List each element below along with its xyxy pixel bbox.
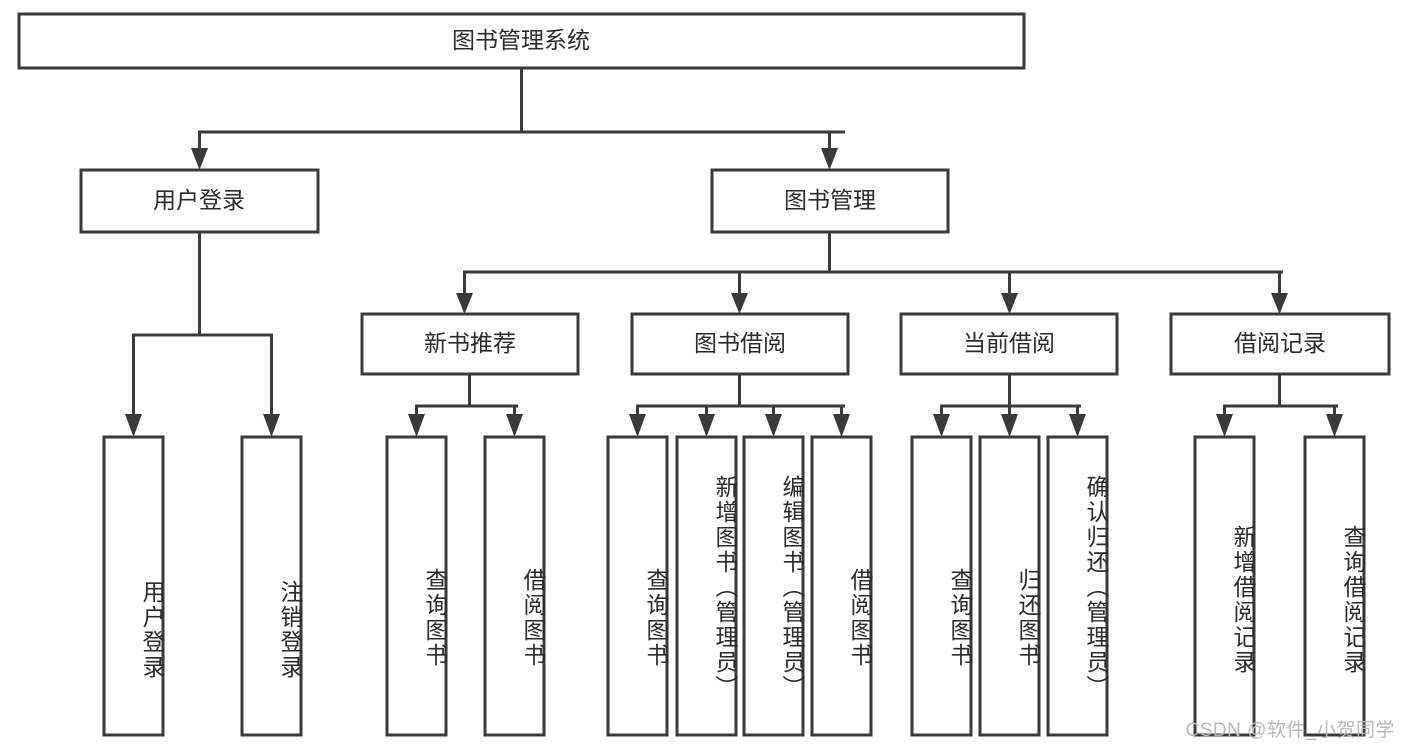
node-box-current-borrow[interactable] — [899, 312, 1119, 376]
arrow-leaf-cb-3 — [1069, 414, 1086, 437]
leaf-box-borrow-record-1[interactable] — [1193, 435, 1256, 737]
leaf-box-user-login-1[interactable] — [102, 435, 165, 737]
leaf-box-user-login-2[interactable] — [240, 435, 303, 737]
node-box-user-login[interactable] — [79, 168, 320, 234]
arrow-leaf-user-login-2 — [263, 414, 280, 437]
arrow-leaf-bb-3 — [765, 414, 782, 437]
csdn-watermark: CSDN @软件_小贺同学 — [1185, 720, 1395, 741]
arrow-to-borrow-record — [1271, 293, 1288, 314]
node-layer — [17, 12, 1391, 737]
label-current-borrow: 当前借阅 — [963, 330, 1055, 356]
arrow-leaf-bb-4 — [833, 414, 850, 437]
leaf-box-new-book-1[interactable] — [385, 435, 448, 737]
connector-layer — [125, 66, 1343, 437]
leaf-box-borrow-record-2[interactable] — [1303, 435, 1366, 737]
label-new-book-recommend: 新书推荐 — [424, 330, 516, 356]
arrow-leaf-cb-1 — [933, 414, 950, 437]
arrow-leaf-bb-2 — [698, 414, 715, 437]
label-borrow-record: 借阅记录 — [1234, 330, 1326, 356]
leaf-box-book-borrow-3[interactable] — [742, 435, 805, 737]
arrow-leaf-br-1 — [1216, 414, 1233, 437]
leaf-box-current-borrow-3[interactable] — [1046, 435, 1109, 737]
leaf-box-current-borrow-2[interactable] — [978, 435, 1041, 737]
arrow-to-new-book — [456, 293, 473, 314]
arrow-leaf-new-1 — [408, 414, 425, 437]
arrow-leaf-new-2 — [506, 414, 523, 437]
arrow-to-book-borrow — [731, 293, 748, 314]
label-book-management: 图书管理 — [784, 187, 876, 213]
node-box-book-borrow[interactable] — [630, 312, 850, 376]
leaf-box-book-borrow-2[interactable] — [675, 435, 738, 737]
arrow-leaf-cb-2 — [1001, 414, 1018, 437]
leaf-box-current-borrow-1[interactable] — [910, 435, 973, 737]
node-box-new-book-recommend[interactable] — [360, 312, 580, 376]
arrow-leaf-user-login-1 — [125, 414, 142, 437]
leaf-box-book-borrow-1[interactable] — [606, 435, 669, 737]
arrow-to-current-borrow — [1001, 293, 1018, 314]
arrow-to-book-mgmt — [821, 148, 838, 170]
leaf-box-book-borrow-4[interactable] — [810, 435, 873, 737]
node-box-borrow-record[interactable] — [1169, 312, 1391, 376]
label-user-login: 用户登录 — [153, 187, 245, 213]
arrow-leaf-br-2 — [1326, 414, 1343, 437]
node-box-root[interactable] — [17, 12, 1026, 70]
leaf-box-new-book-2[interactable] — [483, 435, 546, 737]
label-book-borrow: 图书借阅 — [694, 330, 786, 356]
arrow-to-user-login — [191, 148, 208, 170]
node-box-book-management[interactable] — [710, 168, 950, 234]
label-root: 图书管理系统 — [452, 27, 590, 53]
label-layer: 图书管理系统 用户登录 图书管理 新书推荐 图书借阅 当前借阅 借阅记录 — [153, 27, 1326, 356]
arrow-leaf-bb-1 — [629, 414, 646, 437]
